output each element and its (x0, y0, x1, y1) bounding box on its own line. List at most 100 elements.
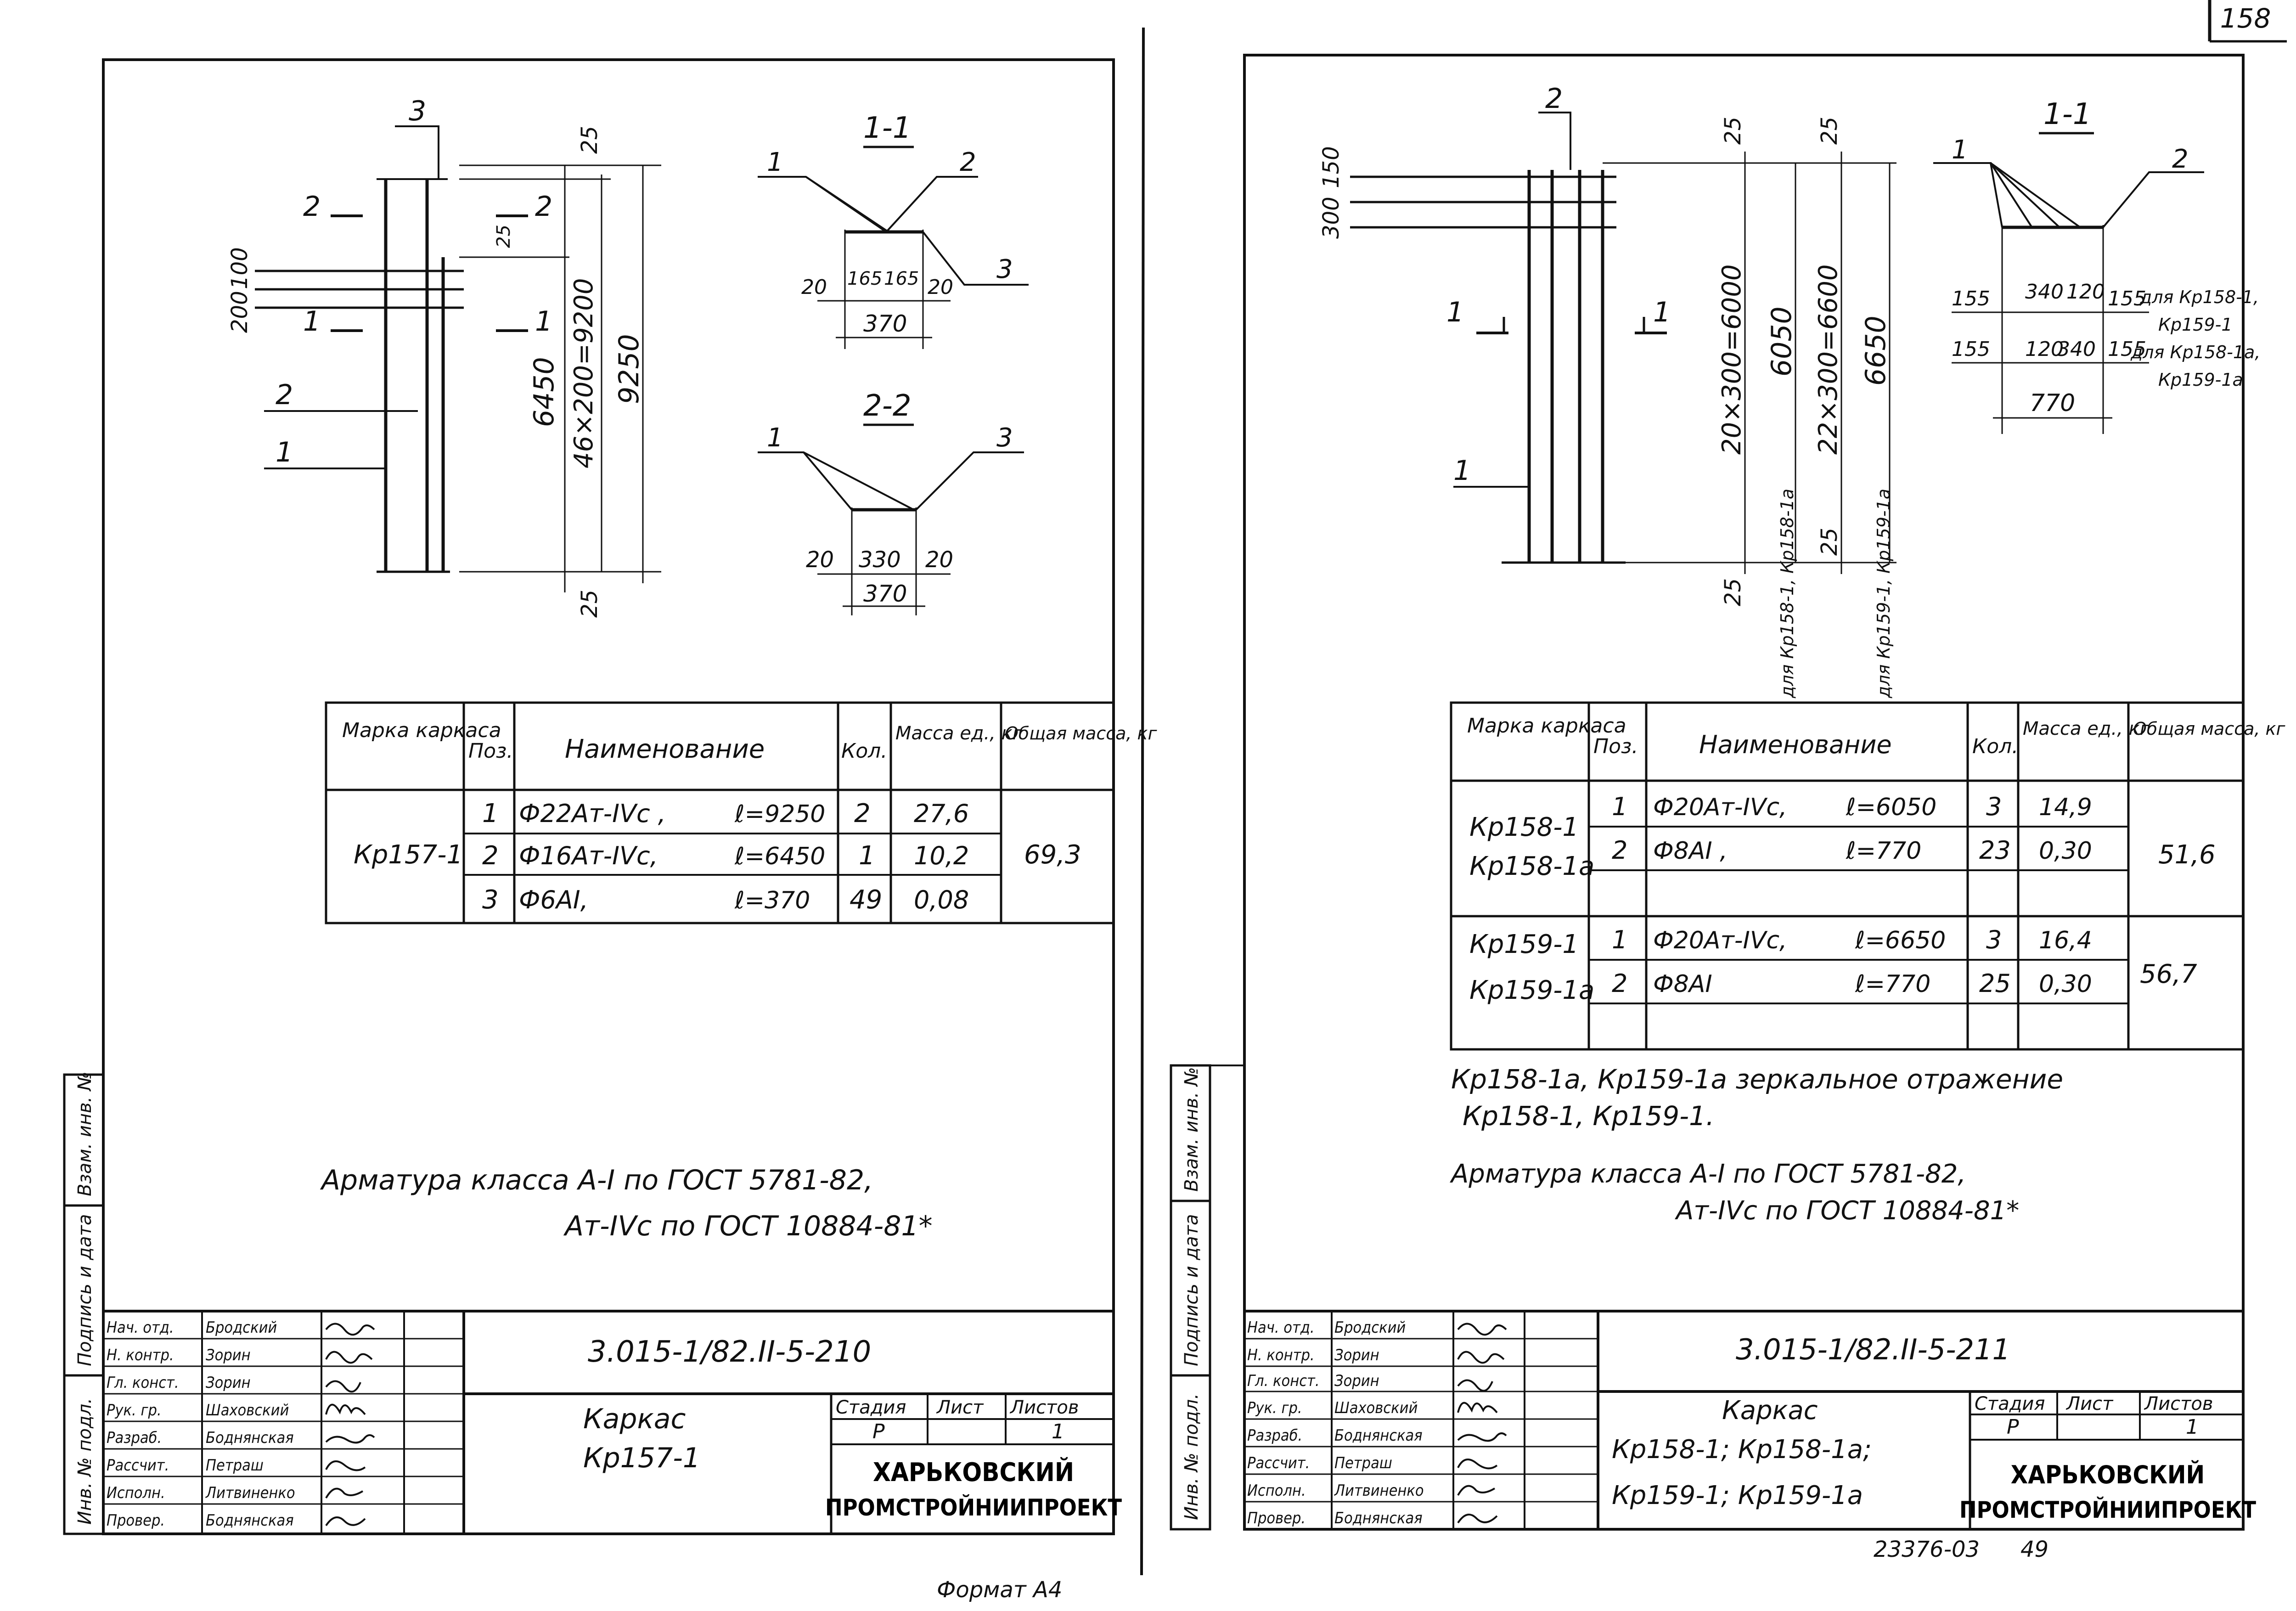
sec22-label-1: 1 (767, 423, 783, 453)
right-spec-table: Марка каркаса Поз. Наименование Кол. Мас… (1450, 701, 2285, 1051)
spec-header-total-mass: Общая масса, кг (1005, 723, 1157, 744)
right-side-strip: Инв. № подл. Подпись и дата Взам. инв. № (1170, 1064, 1244, 1531)
left-section-1-1: 1-1 1 2 3 20 165 165 20 370 (758, 111, 1029, 349)
role: Рассчит. (107, 1456, 169, 1475)
role: Провер. (1247, 1509, 1306, 1527)
dim-25-c: 25 (1817, 528, 1842, 556)
vnote-kr158: для Кр158-1, Кр158-1а (1777, 489, 1797, 698)
mirror-note-line-1: Кр158-1а, Кр159-1а зеркальное отражение (1451, 1064, 2063, 1095)
left-cage-drawing (255, 125, 661, 592)
role: Гл. конст. (107, 1374, 179, 1392)
section-marker-1b: 1 (535, 305, 552, 338)
spec-row: 3 Ф6АI, ℓ=370 49 0,08 (482, 885, 969, 915)
signer: Зорин (206, 1374, 251, 1392)
spec-pos: 2 (482, 841, 499, 871)
spec-mark-kr159-1: Кр159-1 (1469, 929, 1579, 959)
spec-mass: 16,4 (2039, 927, 2092, 954)
spec-row: 2 Ф16Ат-IVc, ℓ=6450 1 10,2 (482, 841, 969, 871)
dim-300: 300 (1318, 197, 1344, 239)
dim-25-mid: 25 (493, 225, 514, 248)
signer: Литвиненко (205, 1484, 295, 1502)
side-label-sign: Подпись и дата (1181, 1214, 1202, 1366)
sheet-header: Лист (936, 1397, 984, 1418)
dim-9250: 9250 (613, 334, 645, 404)
footer-page: 49 (2020, 1537, 2048, 1562)
spec-header-mark: Марка каркаса (342, 719, 501, 742)
role: Нач. отд. (107, 1318, 174, 1337)
left-drawing-code: 3.015-1/82.II-5-210 (588, 1335, 871, 1369)
right-org-line-1: ХАРЬКОВСКИЙ (2011, 1460, 2205, 1489)
right-title-line-1: Каркас (1722, 1396, 1818, 1425)
dim-25-a: 25 (1720, 117, 1746, 145)
spec-mass: 0,30 (2039, 970, 2092, 998)
signer: Боднянская (206, 1429, 294, 1447)
note-line-2: Ат-IVc по ГОСТ 10884-81* (563, 1210, 933, 1242)
signer: Бродский (206, 1318, 277, 1337)
spec-len: ℓ=6650 (1855, 927, 1946, 954)
spec-total-kr159: 56,7 (2140, 959, 2197, 989)
spec-len: ℓ=9250 (734, 800, 825, 828)
sheets-value: 1 (1052, 1420, 1064, 1443)
spec-qty: 2 (854, 799, 871, 828)
spec-total-kr158: 51,6 (2158, 840, 2216, 870)
right-drawing-labels: 2 1 1 1 300 150 25 25 25 25 20×300=6000 … (1318, 83, 1894, 698)
right-section-1-1: 1-1 1 2 155 340 120 155 для Кр158-1, Кр1… (1933, 97, 2260, 434)
spec-row: 2 Ф8АI ℓ=770 25 0,30 (1612, 969, 2092, 998)
spec-header-pos: Поз. (1593, 735, 1638, 758)
stage-value: Р (872, 1420, 885, 1443)
sec-dim: 340 (2057, 338, 2096, 361)
signer: Петраш (206, 1456, 264, 1475)
spec-len: ℓ=6050 (1846, 794, 1936, 821)
spec-mass: 0,30 (2039, 837, 2092, 865)
sec22-dim-20a: 20 (806, 547, 834, 573)
sec11-dim-370: 370 (863, 310, 907, 337)
sec-dim: 155 (1952, 287, 1990, 310)
left-note: Арматура класса А-I по ГОСТ 5781-82, Ат-… (320, 1164, 933, 1242)
signer: Бродский (1334, 1318, 1406, 1337)
sheets-header: Листов (1009, 1397, 1079, 1418)
role: Рук. гр. (1247, 1399, 1302, 1417)
side-label-sign: Подпись и дата (74, 1214, 96, 1366)
section-2-2-title: 2-2 (863, 389, 912, 423)
signer: Боднянская (1334, 1509, 1423, 1527)
spec-mass: 10,2 (914, 841, 969, 870)
spec-header-name: Наименование (565, 734, 765, 764)
vnote-kr159: для Кр159-1, Кр159-1а (1874, 489, 1894, 698)
right-org-line-2: ПРОМСТРОЙНИИПРОЕКТ (1959, 1496, 2256, 1523)
section-marker-2b: 2 (535, 191, 552, 223)
spec-name: Ф6АI, (519, 885, 588, 914)
note-line-1: Арматура класса А-I по ГОСТ 5781-82, (320, 1164, 873, 1196)
footer-format: Формат А4 (937, 1577, 1062, 1603)
sec11-dim-20a: 20 (801, 276, 827, 299)
left-sheet: Инв. № подл. Подпись и дата Взам. инв. № (63, 58, 1157, 1603)
note-line-2: Ат-IVc по ГОСТ 10884-81* (1675, 1196, 2019, 1226)
role: Рук. гр. (107, 1401, 162, 1419)
sec11-label-2: 2 (960, 147, 976, 177)
left-spec-table: Марка каркаса Поз. Наименование Кол. Мас… (325, 701, 1157, 924)
corner-number: 158 (2208, 0, 2287, 43)
spec-name: Ф20Ат-IVc, (1653, 927, 1787, 954)
dim-6450: 6450 (528, 357, 560, 427)
spec-qty: 25 (1979, 969, 2011, 998)
sec-dim: 155 (2108, 338, 2146, 361)
spec-mark-kr158-1a: Кр158-1а (1469, 851, 1594, 881)
spec-len: ℓ=370 (734, 887, 810, 914)
sheets-header: Листов (2144, 1393, 2213, 1414)
signer: Литвиненко (1334, 1481, 1424, 1500)
mirror-note-line-2: Кр158-1, Кр159-1. (1463, 1100, 1714, 1132)
sec-label-2: 2 (2172, 144, 2189, 174)
spec-header-qty: Кол. (841, 739, 887, 763)
spec-len: ℓ=6450 (734, 843, 825, 870)
spec-qty: 49 (850, 885, 882, 915)
dim-6650: 6650 (1860, 315, 1892, 386)
section-marker-2: 2 (303, 191, 321, 223)
role: Разраб. (107, 1429, 162, 1447)
right-title-line-2: Кр158-1; Кр158-1а; (1612, 1435, 1872, 1465)
spec-row: 1 Ф20Ат-IVc, ℓ=6650 3 16,4 (1612, 925, 2092, 954)
right-sheet: Инв. № подл. Подпись и дата Взам. инв. № (1170, 54, 2285, 1562)
left-title-line-1: Каркас (583, 1403, 686, 1435)
pos-label-2: 2 (276, 379, 293, 411)
sec22-dim-330: 330 (859, 547, 901, 573)
dim-100: 100 (227, 247, 253, 289)
